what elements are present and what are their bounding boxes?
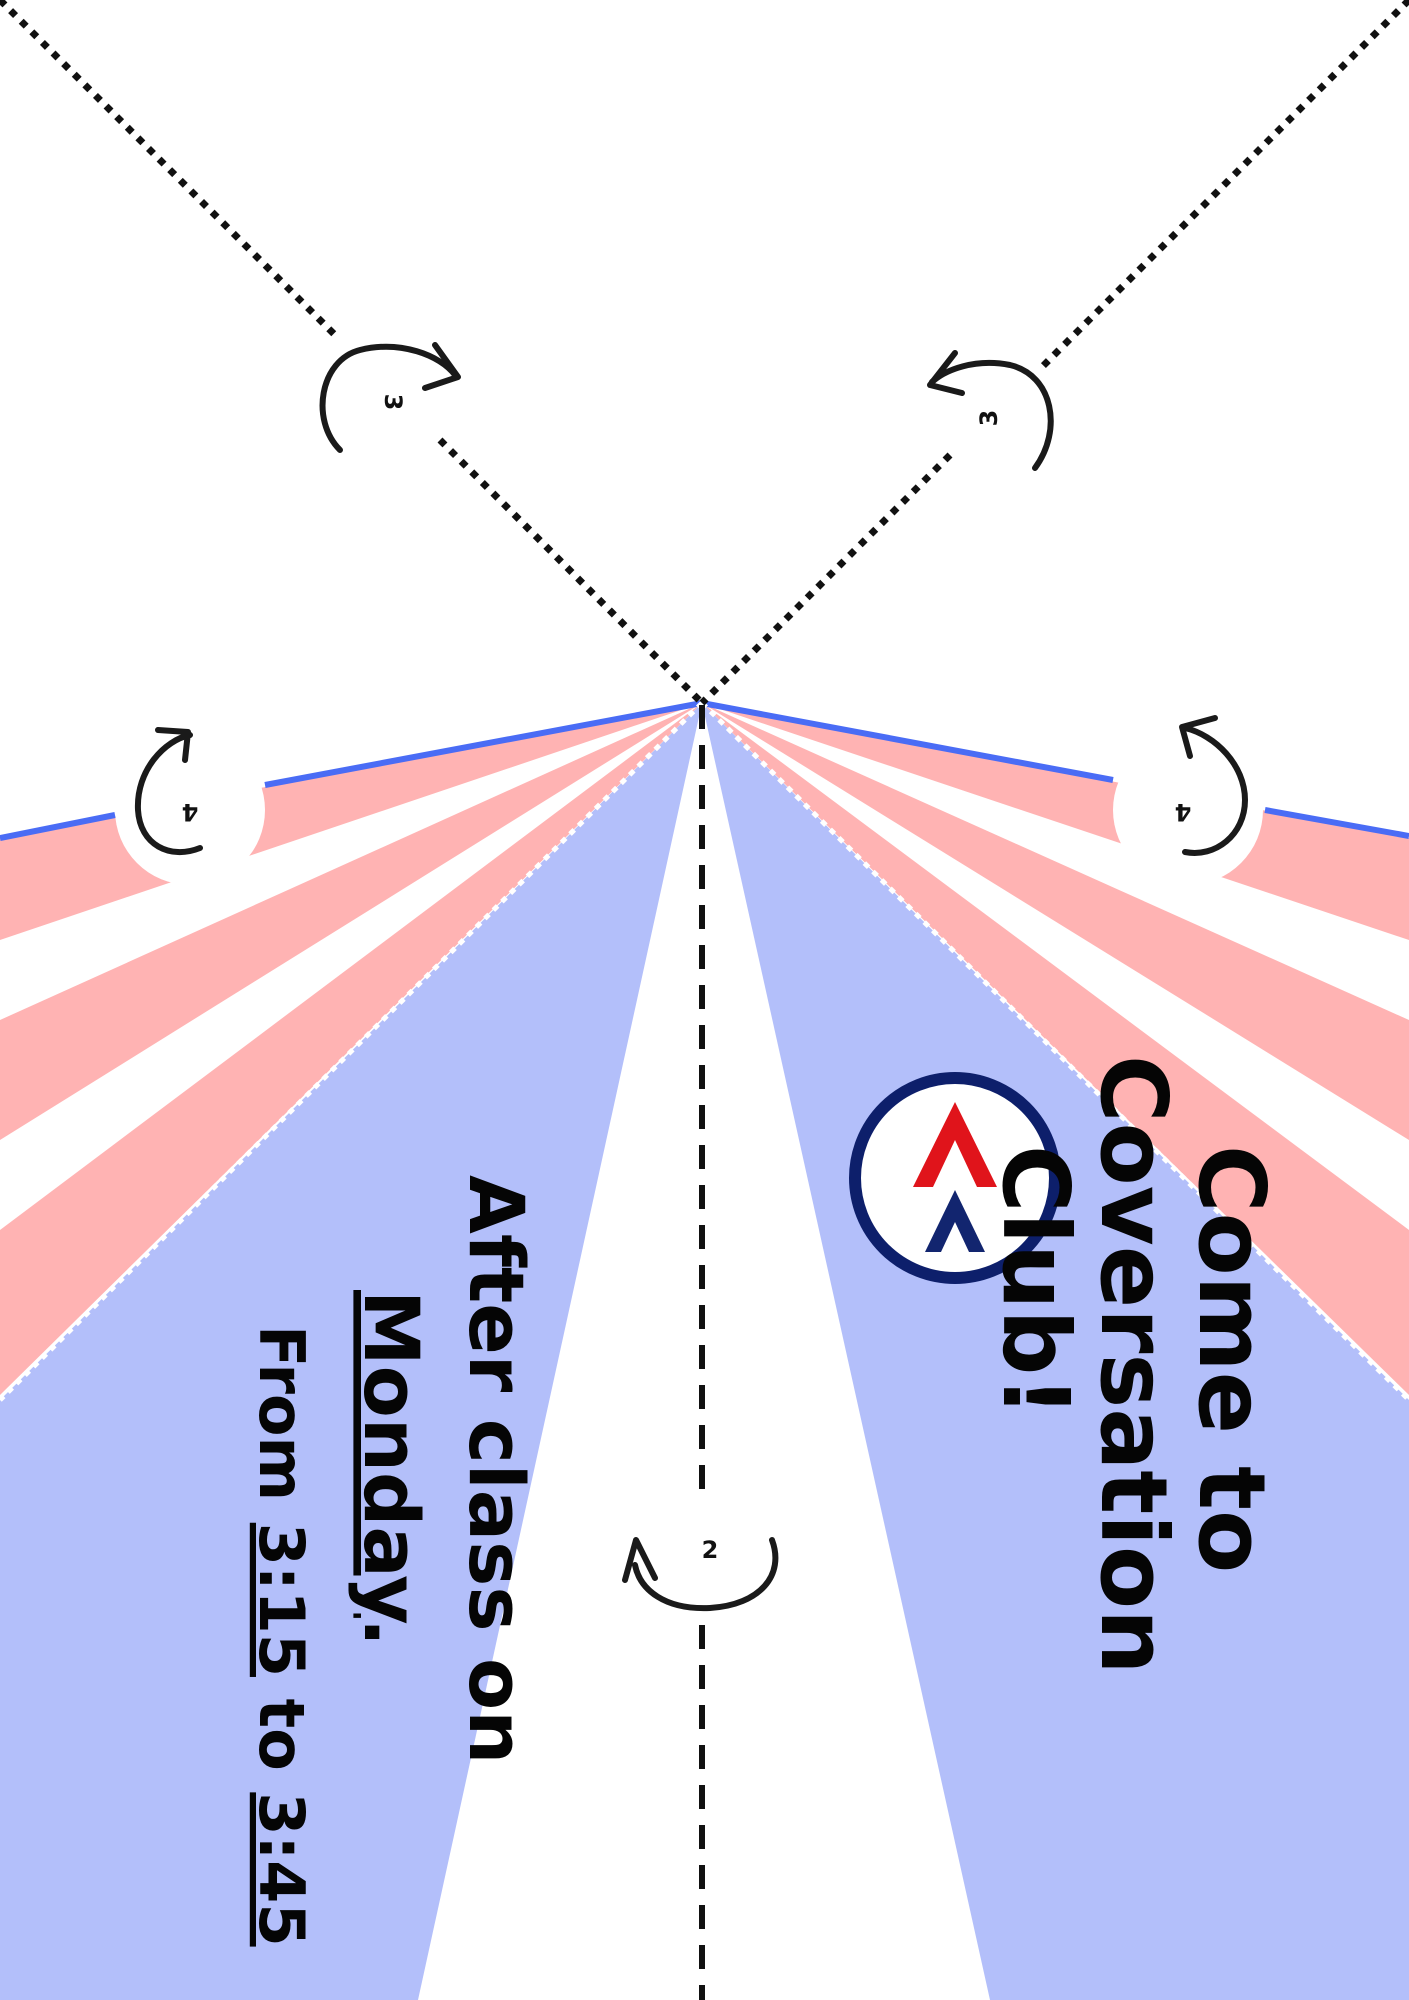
edge-line-right-inner [701,700,1114,783]
stripe-left-2 [0,703,702,1140]
curved-arrow-icon [1182,725,1249,856]
end-time: 3:45 [245,1792,318,1946]
arrowhead-icon [422,342,461,391]
headline-text: Come to Coversation Club! [982,1055,1285,1675]
start-time: 3:15 [245,1523,318,1677]
panel-left [0,703,702,2000]
curved-arrow-icon [632,1537,779,1612]
double-chevron-logo-icon [913,1102,997,1187]
fold-marker-4-right: 4 [1175,715,1249,856]
curved-arrow-icon [134,732,203,855]
logo-chevron-lower [925,1190,985,1252]
edge-line-left-inner [264,700,703,788]
headline-line-1: Come to [1178,1145,1285,1573]
arrowhead-icon [155,727,191,763]
fold-marker-3-left: 3 [319,342,461,453]
details-line-3: From 3:15 to 3:45 [245,1325,318,1947]
notch-right [1113,735,1263,885]
arrowhead-icon [622,1537,658,1583]
club-logo [849,1072,1061,1284]
fold-line-3-left-lower [437,437,705,706]
headline-line-2: Coversation [1080,1055,1187,1675]
stripe-right-2 [702,703,1409,1140]
fold-line-3-left-upper [0,0,338,338]
fold-line-3-right-upper [1037,0,1409,372]
curved-arrow-icon [929,359,1054,471]
period: . [347,1618,436,1647]
dotted-fold-right-white [700,701,1409,1402]
dotted-fold-left-white [0,701,704,1402]
logo-ring [849,1072,1061,1284]
step-number: 3 [379,394,407,411]
curved-arrow-icon [319,343,458,453]
step-number: 3 [975,410,1003,427]
edge-line-left-outer [0,812,116,841]
fold-marker-2: 2 [622,1536,779,1612]
day-underlined: Monday [347,1290,436,1624]
notch-left [115,735,265,885]
details-line-2: Monday. [347,1290,436,1647]
details-text: After class on Monday. From 3:15 to 3:45 [245,1175,541,1947]
edge-line-right-outer [1264,807,1409,839]
step-number: 2 [702,1536,719,1564]
arrowhead-icon [1179,715,1218,759]
panel-right [702,703,1409,2000]
step-number: 4 [182,798,199,826]
step-number: 4 [1175,798,1192,826]
headline-line-3: Club! [982,1145,1089,1417]
details-line-1: After class on [452,1175,541,1764]
fold-marker-3-right: 3 [927,350,1054,471]
arrowhead-icon [927,350,965,396]
stripe-right-1 [702,703,1409,940]
time-prefix: From [245,1325,318,1523]
fold-marker-4-left: 4 [134,727,203,855]
time-separator: to [245,1677,318,1792]
fold-line-3-right-lower [699,452,953,706]
